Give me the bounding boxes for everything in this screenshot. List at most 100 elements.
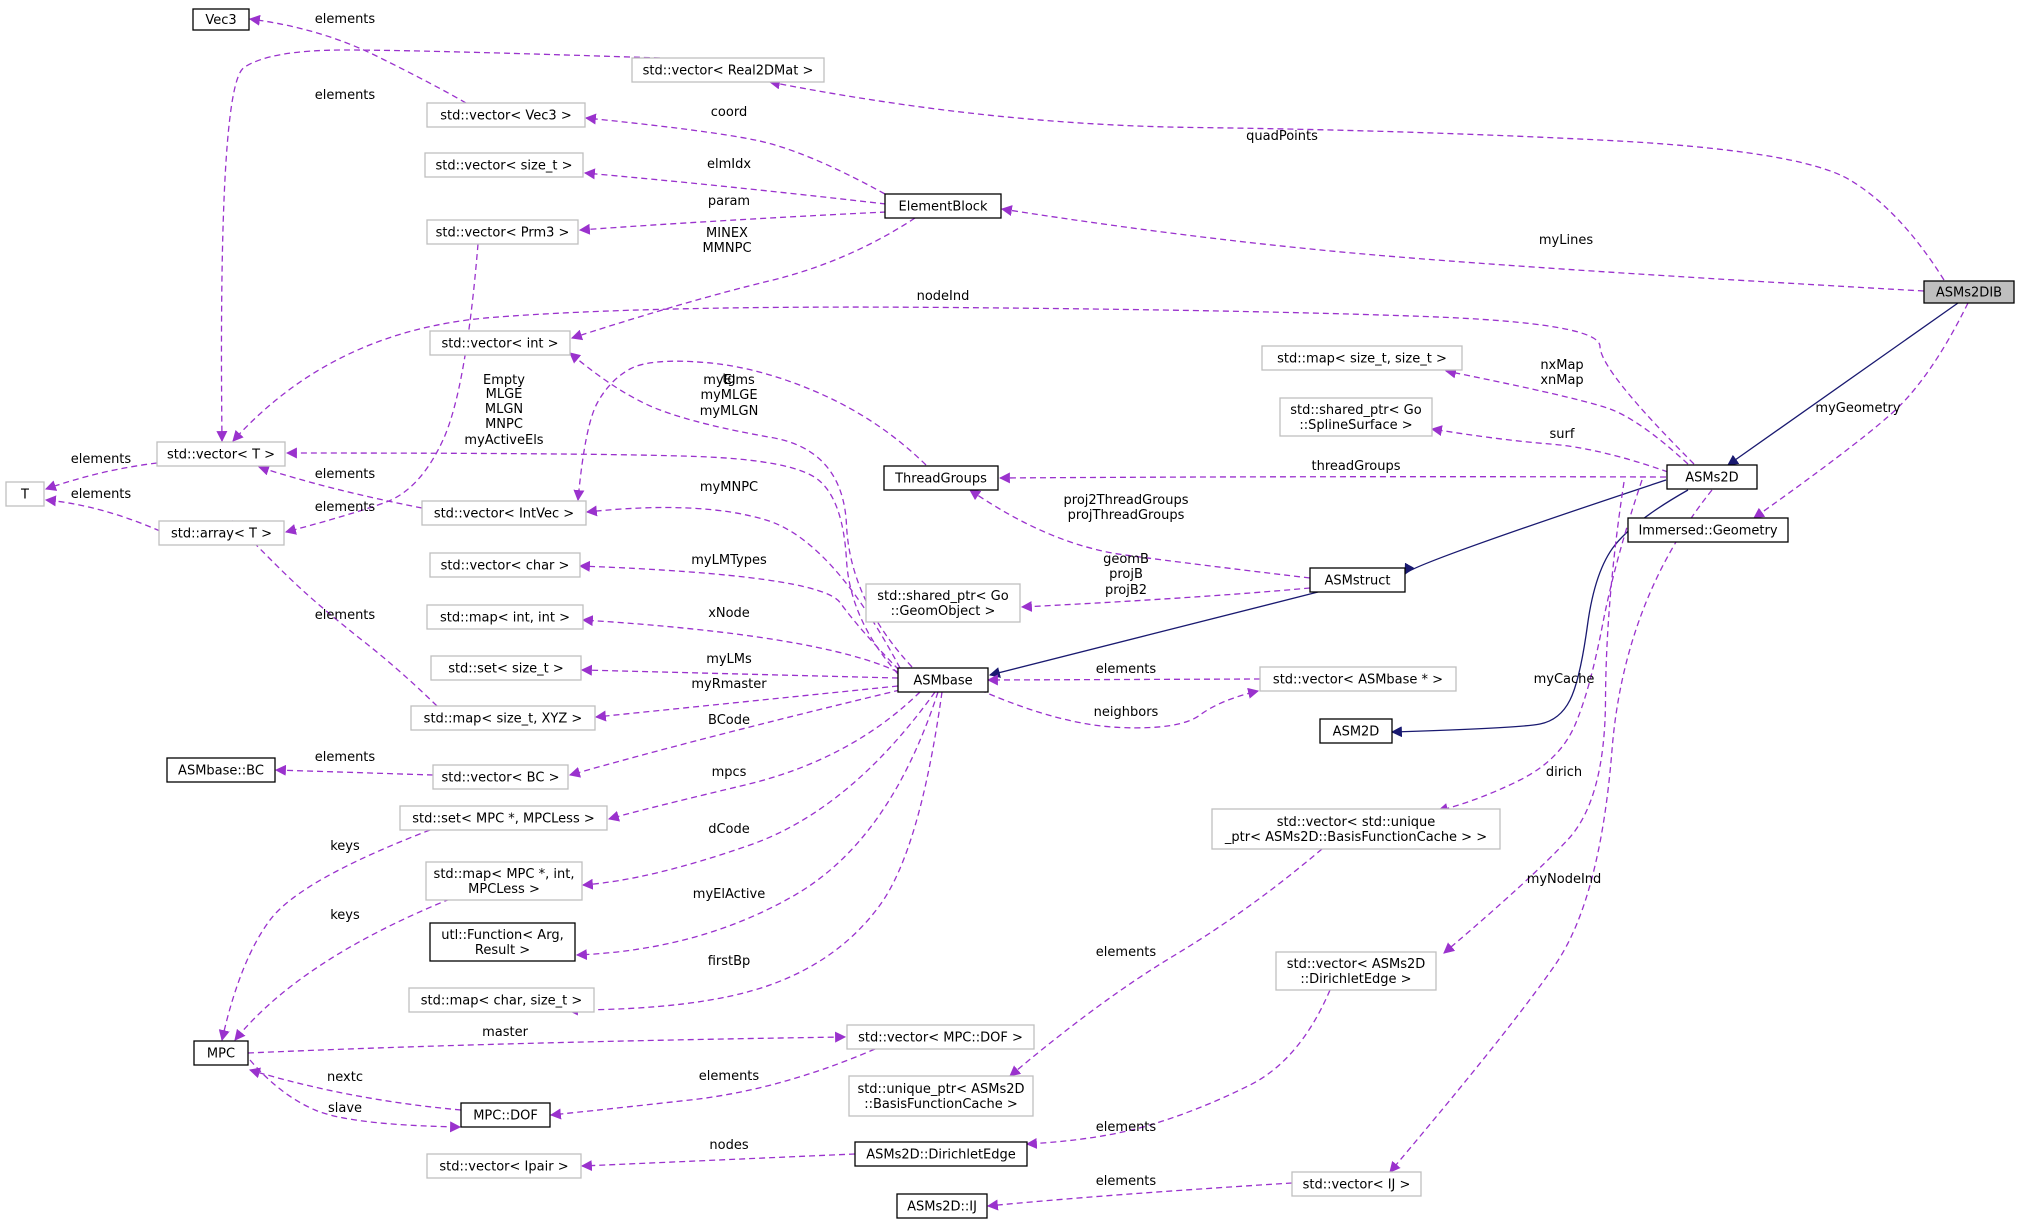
node-box[interactable] [426, 219, 579, 245]
node-box[interactable] [884, 193, 1002, 219]
node-box[interactable] [399, 805, 608, 831]
class-node-ElementBlock[interactable]: ElementBlock [884, 193, 1002, 219]
class-node-ASMs2DIB[interactable]: ASMs2DIB [1923, 280, 2015, 304]
node-box[interactable] [1291, 1171, 1422, 1197]
node-box[interactable] [158, 520, 285, 546]
class-node-vecBC[interactable]: std::vector< BC > [432, 764, 569, 790]
node-box[interactable] [1309, 567, 1406, 593]
class-node-setMPC[interactable]: std::set< MPC *, MPCLess > [399, 805, 608, 831]
edge-line [583, 168, 887, 205]
class-node-MPC[interactable]: MPC [193, 1040, 249, 1066]
node-box[interactable] [410, 705, 596, 731]
node-box[interactable] [1275, 951, 1437, 991]
node-box[interactable] [408, 987, 595, 1013]
class-node-mapMPC[interactable]: std::map< MPC *, int,MPCLess > [425, 861, 583, 901]
class-node-vecSize[interactable]: std::vector< size_t > [424, 152, 584, 178]
node-box[interactable] [1666, 464, 1758, 490]
class-node-mapIntInt[interactable]: std::map< int, int > [426, 604, 584, 630]
class-node-arrT[interactable]: std::array< T > [158, 520, 285, 546]
node-box[interactable] [865, 583, 1021, 623]
class-node-T[interactable]: T [5, 481, 45, 507]
node-box[interactable] [426, 604, 584, 630]
class-node-IJ[interactable]: ASMs2D::IJ [896, 1193, 988, 1219]
class-node-spGeom[interactable]: std::shared_ptr< Go::GeomObject > [865, 583, 1021, 623]
node-box[interactable] [424, 152, 584, 178]
class-node-mapXYZ[interactable]: std::map< size_t, XYZ > [410, 705, 596, 731]
edge-ASMbase-to-mapIntInt: xNode [581, 606, 899, 673]
edge-label: slave [328, 1101, 362, 1116]
node-box[interactable] [1211, 808, 1501, 850]
class-node-vecIJ[interactable]: std::vector< IJ > [1291, 1171, 1422, 1197]
edge-ASMs2DIB-to-ElementBlock: myLines [1000, 205, 1925, 292]
node-box[interactable] [426, 102, 586, 128]
node-box[interactable] [897, 667, 989, 693]
node-box[interactable] [1923, 280, 2015, 304]
node-box[interactable] [429, 330, 571, 356]
edge-label: elements [315, 608, 376, 623]
class-node-mapSizeSize[interactable]: std::map< size_t, size_t > [1261, 345, 1463, 371]
class-node-ASMstruct[interactable]: ASMstruct [1309, 567, 1406, 593]
class-node-vecInt[interactable]: std::vector< int > [429, 330, 571, 356]
edge-label: projB [1109, 567, 1143, 582]
edge-label: elements [315, 88, 376, 103]
node-box[interactable] [848, 1075, 1034, 1117]
class-node-vecT[interactable]: std::vector< T > [156, 441, 286, 467]
node-box[interactable] [1259, 666, 1457, 692]
class-node-mapCharSize[interactable]: std::map< char, size_t > [408, 987, 595, 1013]
class-node-DirEdge[interactable]: ASMs2D::DirichletEdge [854, 1141, 1028, 1167]
node-box[interactable] [432, 764, 569, 790]
node-box[interactable] [896, 1193, 988, 1219]
class-node-vecCache[interactable]: std::vector< std::unique_ptr< ASMs2D::Ba… [1211, 808, 1501, 850]
node-label: ASMstruct [1324, 574, 1390, 589]
class-node-vecDirEdge[interactable]: std::vector< ASMs2D::DirichletEdge > [1275, 951, 1437, 991]
node-box[interactable] [846, 1024, 1035, 1050]
class-node-vecDOF[interactable]: std::vector< MPC::DOF > [846, 1024, 1035, 1050]
node-box[interactable] [1319, 718, 1393, 744]
node-box[interactable] [460, 1102, 551, 1128]
class-node-ASMs2D[interactable]: ASMs2D [1666, 464, 1758, 490]
node-box[interactable] [883, 465, 999, 491]
edge-label: MLGE [486, 387, 523, 402]
class-node-ASMbase[interactable]: ASMbase [897, 667, 989, 693]
class-node-setSize[interactable]: std::set< size_t > [430, 655, 582, 681]
class-node-upCache[interactable]: std::unique_ptr< ASMs2D::BasisFunctionCa… [848, 1075, 1034, 1117]
node-box[interactable] [425, 861, 583, 901]
node-box[interactable] [156, 441, 286, 467]
node-box[interactable] [421, 500, 587, 526]
class-node-vecVec3[interactable]: std::vector< Vec3 > [426, 102, 586, 128]
class-node-ImmGeom[interactable]: Immersed::Geometry [1627, 517, 1789, 543]
class-node-vecASMbase[interactable]: std::vector< ASMbase * > [1259, 666, 1457, 692]
node-box[interactable] [429, 922, 576, 962]
class-node-Vec3[interactable]: Vec3 [192, 8, 250, 31]
node-box[interactable] [1279, 397, 1433, 437]
node-box[interactable] [631, 57, 825, 83]
node-box[interactable] [430, 655, 582, 681]
class-node-vecReal2DMat[interactable]: std::vector< Real2DMat > [631, 57, 825, 83]
node-box[interactable] [192, 8, 250, 31]
class-node-ThreadGroups[interactable]: ThreadGroups [883, 465, 999, 491]
class-node-vecIpair[interactable]: std::vector< Ipair > [426, 1153, 582, 1179]
node-box[interactable] [854, 1141, 1028, 1167]
node-box[interactable] [426, 1153, 582, 1179]
class-node-vecIntVec[interactable]: std::vector< IntVec > [421, 500, 587, 526]
node-box[interactable] [1627, 517, 1789, 543]
node-box[interactable] [1261, 345, 1463, 371]
class-node-DOF[interactable]: MPC::DOF [460, 1102, 551, 1128]
node-box[interactable] [429, 552, 581, 578]
node-box[interactable] [193, 1040, 249, 1066]
edge-line [1025, 989, 1331, 1149]
class-node-spSurf[interactable]: std::shared_ptr< Go::SplineSurface > [1279, 397, 1433, 437]
node-label: ASMs2D [1685, 471, 1738, 486]
edge-line [1436, 479, 1643, 814]
class-node-vecPrm3[interactable]: std::vector< Prm3 > [426, 219, 579, 245]
node-label: ASMbase::BC [178, 764, 264, 779]
class-node-BC[interactable]: ASMbase::BC [166, 757, 276, 783]
class-node-vecChar[interactable]: std::vector< char > [429, 552, 581, 578]
edge-label: myMLGE [700, 388, 757, 403]
node-box[interactable] [166, 757, 276, 783]
class-node-utlFunc[interactable]: utl::Function< Arg,Result > [429, 922, 576, 962]
edge-line [549, 1048, 876, 1120]
edge-DirEdge-to-vecIpair: nodes [580, 1138, 856, 1172]
class-node-ASM2D[interactable]: ASM2D [1319, 718, 1393, 744]
node-box[interactable] [5, 481, 45, 507]
